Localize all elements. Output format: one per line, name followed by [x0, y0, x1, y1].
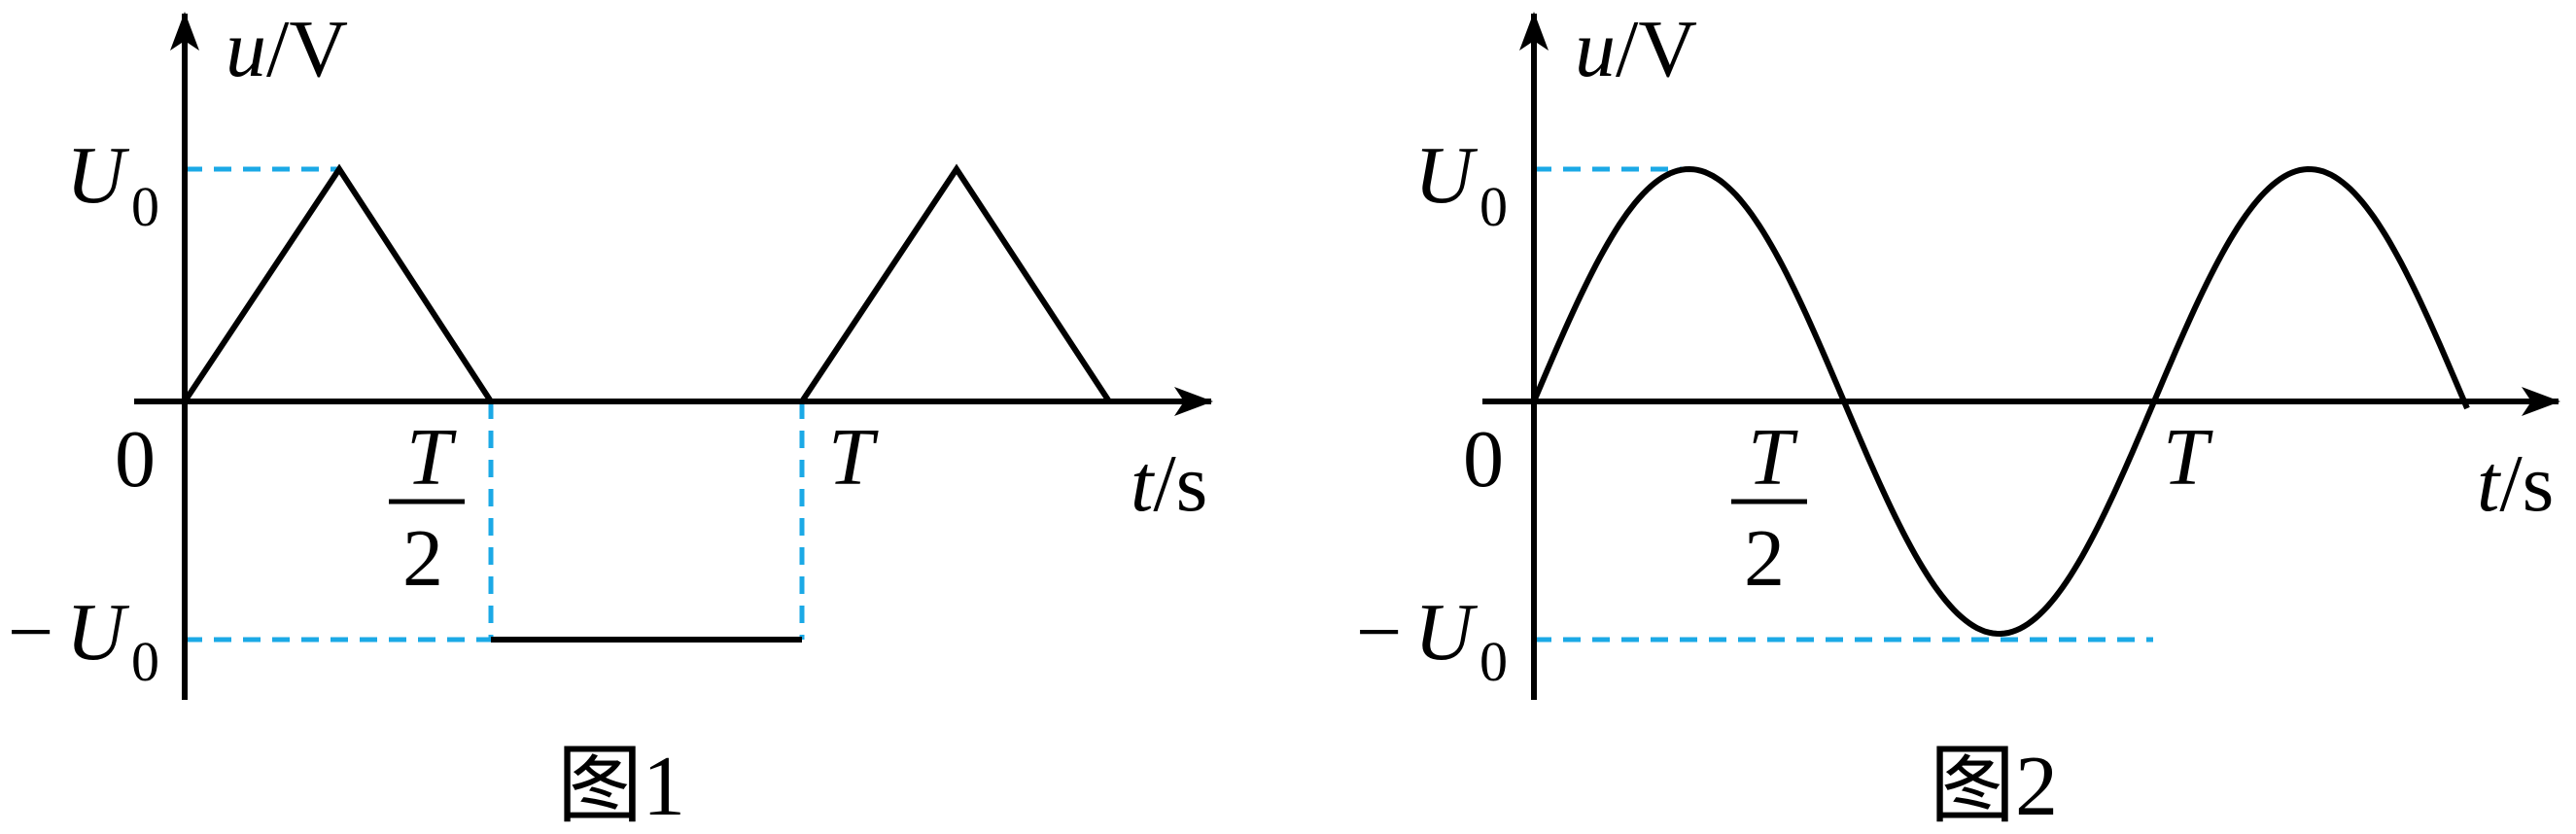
fig1-caption: 图1 — [557, 740, 685, 834]
fig1-neg-u0-subscript: 0 — [131, 630, 159, 693]
fig2-y-label: u/V — [1575, 4, 1697, 94]
fig1-origin-label: 0 — [115, 414, 156, 504]
fig1-neg-sign: − — [8, 587, 53, 678]
fig1-half-period-denominator: 2 — [402, 513, 443, 604]
fig2-half-period-denominator: 2 — [1744, 513, 1785, 604]
fig2-neg-sign: − — [1356, 587, 1402, 678]
fig2-caption: 图2 — [1930, 740, 2058, 834]
fig1-half-period-numerator: T — [406, 412, 457, 503]
fig1-triangle-pulse-2 — [799, 163, 1112, 403]
fig2-period-label: T — [2163, 412, 2213, 503]
fig2-neg-u0-subscript: 0 — [1479, 630, 1508, 693]
fig1-period-label: T — [828, 412, 879, 503]
fig1-x-label: t/s — [1131, 438, 1207, 529]
fig1-neg-u0-label: U — [66, 587, 130, 678]
fig1-triangle-pulse-1 — [182, 163, 494, 403]
fig1-y-label: u/V — [226, 4, 348, 94]
fig2-origin-label: 0 — [1463, 414, 1504, 504]
fig2-u0-label: U — [1414, 130, 1479, 221]
fig2-u0-subscript: 0 — [1479, 175, 1508, 238]
fig2-half-period-numerator: T — [1748, 412, 1798, 503]
fig2-x-label: t/s — [2477, 438, 2554, 529]
fig1-u0-subscript: 0 — [131, 175, 159, 238]
figure-2: u/V t/s 0 U 0 − U 0 T 2 T 图2 — [1356, 4, 2560, 834]
fig2-sine-wave — [1531, 165, 2470, 638]
fig1-u0-label: U — [66, 130, 130, 221]
fig2-neg-u0-label: U — [1414, 587, 1479, 678]
figure-1: u/V t/s 0 U 0 − U 0 T 2 T 图1 — [8, 4, 1213, 834]
